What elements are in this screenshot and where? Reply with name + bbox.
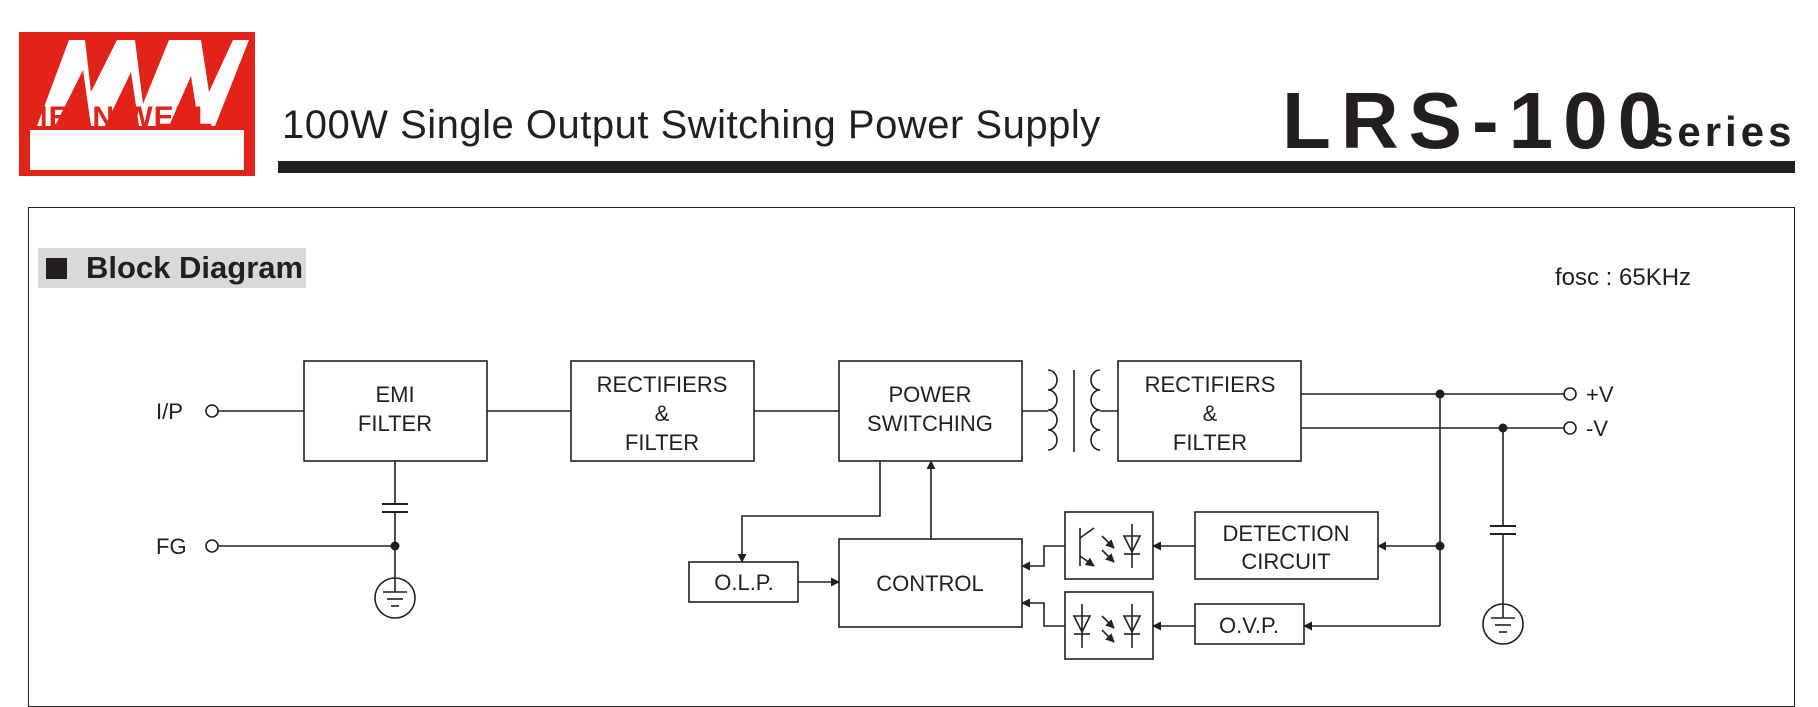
- output-rectifier-label-3: FILTER: [1173, 430, 1247, 455]
- section-tag: [38, 248, 306, 288]
- pos-terminal: [1563, 387, 1577, 401]
- input-rectifier-label-1: RECTIFIERS: [597, 372, 728, 397]
- detection-label-2: CIRCUIT: [1241, 549, 1330, 574]
- output-rectifier-label-1: RECTIFIERS: [1145, 372, 1276, 397]
- logo-plate: [30, 130, 244, 170]
- olp-label: O.L.P.: [714, 570, 774, 595]
- model-name: LRS-100: [1282, 76, 1673, 165]
- power-switching-label-2: SWITCHING: [867, 411, 993, 436]
- optocoupler-icon: [1072, 604, 1142, 648]
- ip-label: I/P: [156, 399, 183, 424]
- brand-name: MEAN WELL: [22, 101, 214, 134]
- optocoupler-1: [1064, 511, 1154, 580]
- transformer-icon: [1047, 369, 1101, 452]
- emi-filter-label-2: FILTER: [358, 411, 432, 436]
- neg-label: -V: [1586, 416, 1608, 441]
- mw-logo-mark: [37, 40, 249, 126]
- output-rectifier-label-2: &: [1203, 401, 1218, 426]
- optocoupler-icon: [1079, 524, 1142, 568]
- control-label: CONTROL: [876, 571, 984, 596]
- emi-filter-label-1: EMI: [375, 382, 414, 407]
- ground-icon: [374, 577, 416, 619]
- pos-label: +V: [1586, 382, 1614, 407]
- section-title: Block Diagram: [86, 250, 304, 285]
- ovp-label: O.V.P.: [1219, 613, 1279, 638]
- mean-well-logo: [19, 32, 255, 176]
- block-diagram: EMI FILTER RECTIFIERS & FILTER POWER SWI…: [156, 360, 1614, 660]
- power-switching-label-1: POWER: [888, 382, 971, 407]
- junction-dot: [1435, 389, 1445, 399]
- neg-terminal: [1563, 421, 1577, 435]
- product-subtitle: 100W Single Output Switching Power Suppl…: [282, 103, 1101, 147]
- junction-dot: [1435, 541, 1445, 551]
- input-rectifier-label-2: &: [655, 401, 670, 426]
- ground-icon: [1482, 603, 1524, 645]
- oscillator-frequency: fosc : 65KHz: [1555, 264, 1692, 291]
- input-rectifier-label-3: FILTER: [625, 430, 699, 455]
- junction-dot: [390, 541, 400, 551]
- detection-label-1: DETECTION: [1222, 521, 1349, 546]
- junction-dot: [1498, 423, 1508, 433]
- fg-label: FG: [156, 534, 187, 559]
- fg-terminal: [205, 539, 219, 553]
- ip-terminal: [205, 404, 219, 418]
- series-label: series: [1650, 108, 1796, 155]
- section-bullet-icon: [46, 258, 67, 279]
- header-rule: [278, 161, 1795, 173]
